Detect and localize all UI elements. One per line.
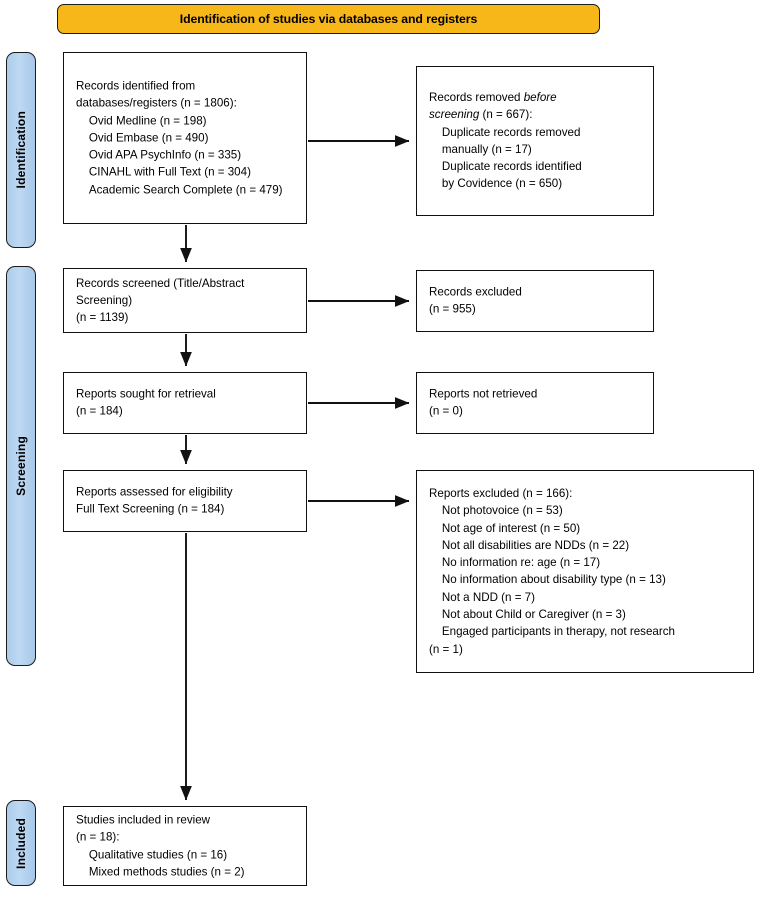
box-records-excluded: Records excluded (n = 955) <box>416 270 654 332</box>
box-reports-not-retrieved: Reports not retrieved (n = 0) <box>416 372 654 434</box>
box-studies-included-in-review: Studies included in review (n = 18): Qua… <box>63 806 307 886</box>
stage-tab-screening: Screening <box>6 266 36 666</box>
diagram-title-banner: Identification of studies via databases … <box>57 4 600 34</box>
removed-breakdown: Duplicate records removed manually (n = … <box>441 125 582 191</box>
stage-tab-identification: Identification <box>6 52 36 248</box>
box-reports-not-retrieved-text: Reports not retrieved (n = 0) <box>429 387 538 418</box>
box-reports-assessed-text: Reports assessed for eligibility Full Te… <box>76 485 233 516</box>
box-studies-included-text: Studies included in review (n = 18): Qua… <box>76 813 245 879</box>
box-records-removed-before-screening: Records removed before screening (n = 66… <box>416 66 654 216</box>
box-records-identified-text: Records identified from databases/regist… <box>76 79 283 197</box>
removed-line2-emphasis: screening <box>429 108 480 122</box>
box-records-identified: Records identified from databases/regist… <box>63 52 307 224</box>
box-reports-excluded: Reports excluded (n = 166): Not photovoi… <box>416 470 754 673</box>
stage-tab-identification-label: Identification <box>14 111 28 189</box>
box-reports-excluded-text: Reports excluded (n = 166): Not photovoi… <box>429 487 675 656</box>
box-reports-sought-for-retrieval: Reports sought for retrieval (n = 184) <box>63 372 307 434</box>
removed-line2-post: (n = 667): <box>479 108 533 122</box>
stage-tab-included-label: Included <box>14 817 28 869</box>
box-reports-assessed-for-eligibility: Reports assessed for eligibility Full Te… <box>63 470 307 532</box>
diagram-title-text: Identification of studies via databases … <box>179 12 478 26</box>
stage-tab-screening-label: Screening <box>14 436 28 496</box>
removed-line1-emphasis: before <box>523 91 557 105</box>
stage-tab-included: Included <box>6 800 36 886</box>
box-reports-sought-text: Reports sought for retrieval (n = 184) <box>76 387 216 418</box>
removed-line1-pre: Records removed <box>429 91 524 105</box>
box-records-excluded-text: Records excluded (n = 955) <box>429 285 522 316</box>
box-records-screened-text: Records screened (Title/Abstract Screeni… <box>76 276 245 325</box>
box-records-screened: Records screened (Title/Abstract Screeni… <box>63 268 307 333</box>
box-records-removed-text: Records removed before screening (n = 66… <box>429 89 645 193</box>
